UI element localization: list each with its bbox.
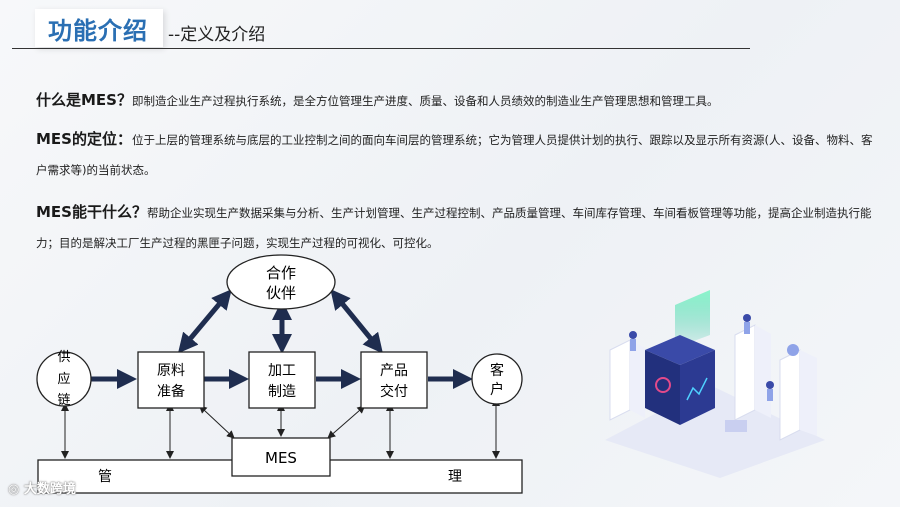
desk-icon: [725, 420, 747, 432]
paragraph-label: MES能干什么？: [36, 203, 147, 221]
title-box: [35, 9, 163, 47]
person-icon-1-body: [630, 339, 636, 351]
management-label-left: 管: [98, 469, 112, 485]
paragraph-what-is-mes: 什么是MES？即制造企业生产过程执行系统，是全方位管理生产进度、质量、设备和人员…: [36, 85, 876, 116]
supply-chain-label-1: 供: [57, 350, 70, 365]
pillar-left-side: [630, 340, 645, 418]
paragraph-label: 什么是MES？: [36, 91, 132, 109]
arrow-delivery-partner: [330, 289, 383, 354]
delivery-label-1: 产品: [380, 363, 408, 379]
person-icon-2: [743, 314, 751, 322]
processing-node: [248, 351, 316, 409]
paragraph-text: 即制造企业生产过程执行系统，是全方位管理生产进度、质量、设备和人员绩效的制造业生…: [131, 94, 719, 108]
paragraph-text: 位于上层的管理系统与底层的工业控制之间的面向车间层的管理系统；它为管理人员提供计…: [36, 133, 873, 177]
pillar-left: [609, 339, 631, 421]
person-icon-1: [629, 331, 637, 339]
supply-chain-node: [36, 351, 92, 407]
pillar-far-right-side: [800, 350, 817, 436]
glow-beam: [675, 290, 710, 348]
supply-chain-label-3: 链: [57, 393, 70, 408]
paragraph-text: 帮助企业实现生产数据采集与分析、生产计划管理、生产过程控制、产品质量管理、车间库…: [36, 206, 872, 250]
cube-right: [680, 350, 715, 425]
paragraph-mes-position: MES的定位：位于上层的管理系统与底层的工业控制之间的面向车间层的管理系统；它为…: [36, 124, 876, 185]
pillar-right-side: [755, 325, 771, 418]
delivery-node: [360, 351, 428, 409]
page-title: 功能介绍: [48, 17, 148, 45]
supply-chain-label-2: 应: [57, 371, 70, 387]
paragraph-label: MES的定位：: [36, 130, 132, 148]
watermark-logo: ◎ 大数跨境: [8, 482, 76, 497]
page-subtitle: --定义及介绍: [168, 25, 266, 45]
pillar-far-right: [779, 349, 801, 441]
cube-left: [645, 350, 680, 425]
delivery-label-2: 交付: [380, 383, 408, 400]
cube-chart-icon: [686, 377, 708, 401]
customer-label-1: 客: [490, 362, 504, 379]
processing-label-2: 制造: [268, 384, 296, 400]
material-prep-label-1: 原料: [157, 363, 185, 379]
customer-label-2: 户: [490, 381, 504, 398]
title-divider: [12, 48, 750, 49]
material-prep-node: [137, 351, 205, 409]
partner-node: [226, 254, 336, 310]
watermark-text: 大数跨境: [23, 482, 76, 497]
arrow-material-partner: [177, 289, 232, 354]
mes-label: MES: [265, 449, 297, 467]
person-icon-3-body: [767, 389, 773, 401]
partner-label-2: 伙伴: [266, 284, 296, 302]
processing-label-1: 加工: [268, 363, 296, 379]
pillar-right: [734, 324, 756, 421]
material-prep-label-2: 准备: [157, 383, 185, 400]
mes-node: [231, 437, 331, 477]
person-icon-3: [766, 381, 774, 389]
link-material-mes: [198, 405, 235, 439]
chat-bubble-icon: [787, 344, 799, 356]
person-icon-2-body: [744, 322, 750, 334]
partner-label-1: 合作: [266, 264, 296, 282]
customer-node: [471, 353, 523, 405]
platform-base: [605, 385, 825, 478]
cube-gauge-icon: [655, 377, 671, 393]
link-delivery-mes: [327, 405, 366, 439]
data-center-illustration: [605, 290, 825, 478]
management-label-right: 理: [448, 469, 462, 485]
paragraph-mes-functions: MES能干什么？帮助企业实现生产数据采集与分析、生产计划管理、生产过程控制、产品…: [36, 197, 876, 258]
